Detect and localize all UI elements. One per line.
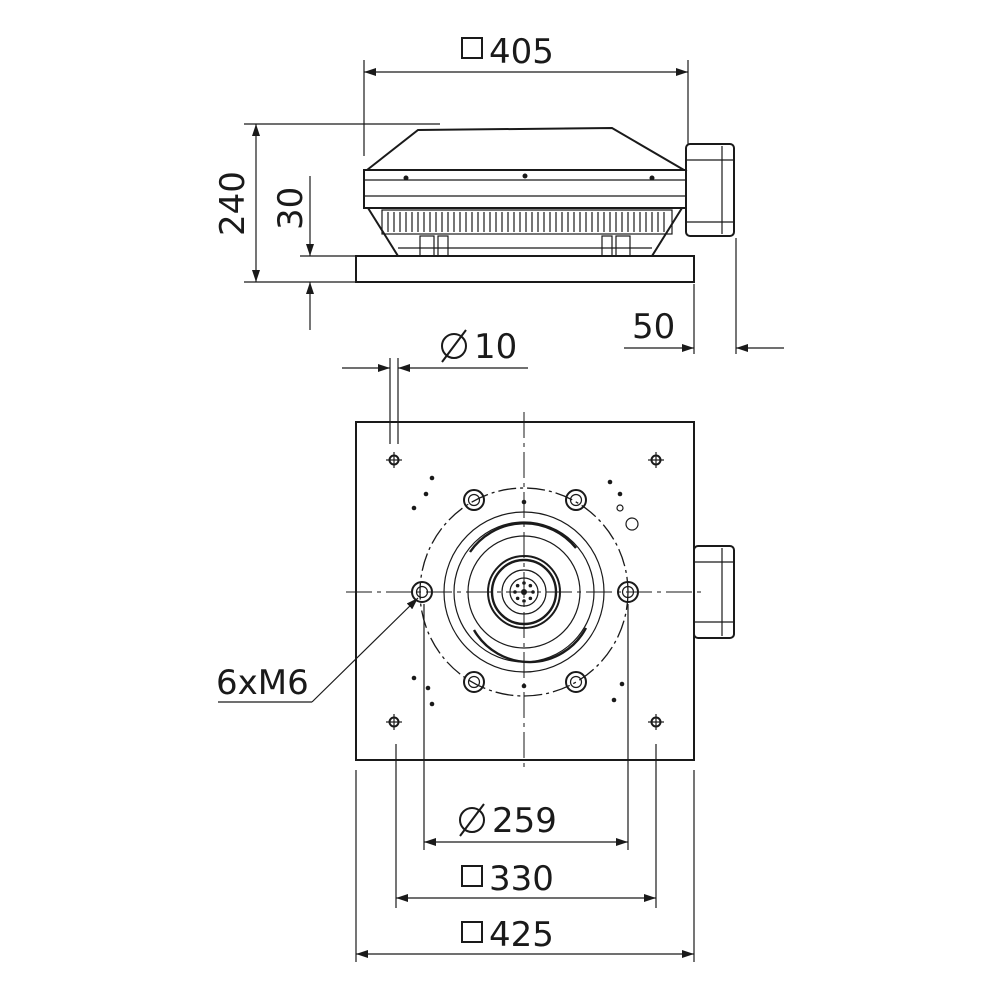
terminal-box-top [693, 545, 735, 639]
dim-hole-diameter: 10 [474, 327, 517, 367]
hub-dot [522, 599, 526, 603]
m6-hole [565, 489, 587, 511]
dim-base-height: 30 [271, 187, 311, 230]
dim-base-square: 425 [489, 915, 554, 955]
hub-dot [528, 583, 533, 588]
m6-hole [463, 489, 485, 511]
motor-hub [487, 555, 561, 629]
terminal-box-side [685, 143, 735, 237]
dim-circle-diameter: 259 [492, 801, 557, 841]
vent-grille [381, 209, 673, 235]
m6-hole [463, 671, 485, 693]
hub-dot [528, 596, 533, 601]
grille-slats [387, 212, 665, 232]
housing-outer-ring [443, 511, 605, 673]
m6-hole [617, 581, 639, 603]
housing-skirt [367, 207, 683, 257]
small-dots [411, 475, 625, 707]
small-dot [411, 505, 417, 511]
dim-hole-square: 330 [489, 859, 554, 899]
small-dot [411, 675, 417, 681]
small-dot [521, 499, 527, 505]
small-dot [429, 701, 435, 707]
hub-dot [515, 583, 520, 588]
hub-dot [513, 590, 517, 594]
m6-hole-inner [415, 585, 429, 599]
dim-box-offset: 50 [632, 307, 675, 347]
m6-bolt-holes [411, 489, 639, 693]
m6-hole [411, 581, 433, 603]
small-dot [521, 683, 527, 689]
dim-total-height: 240 [213, 171, 253, 236]
small-dot [429, 475, 435, 481]
small-dot [619, 681, 625, 687]
m6-hole-inner [621, 585, 635, 599]
m6-hole-inner [467, 493, 481, 507]
corner-mounting-holes [386, 452, 664, 730]
base-plate-side [355, 255, 695, 283]
housing-cone [364, 126, 688, 171]
small-dot [611, 697, 617, 703]
top-view: 10 6xM6 259 330 425 [216, 327, 735, 962]
outer-dashed-circle [419, 487, 629, 697]
small-dot [607, 479, 613, 485]
hub-dot [515, 596, 520, 601]
m6-hole-inner [467, 675, 481, 689]
hub-dot [522, 581, 526, 585]
m6-hole-inner [569, 493, 583, 507]
label-thread: 6xM6 [216, 663, 309, 703]
m6-hole [565, 671, 587, 693]
hub-dot [531, 590, 535, 594]
m6-hole-inner [569, 675, 583, 689]
side-view: 405 240 30 50 [213, 32, 784, 354]
small-dot [423, 491, 429, 497]
small-dot [617, 491, 623, 497]
dim-width-square: 405 [489, 32, 554, 72]
small-dot [425, 685, 431, 691]
hub-bolt-circle [513, 581, 535, 603]
